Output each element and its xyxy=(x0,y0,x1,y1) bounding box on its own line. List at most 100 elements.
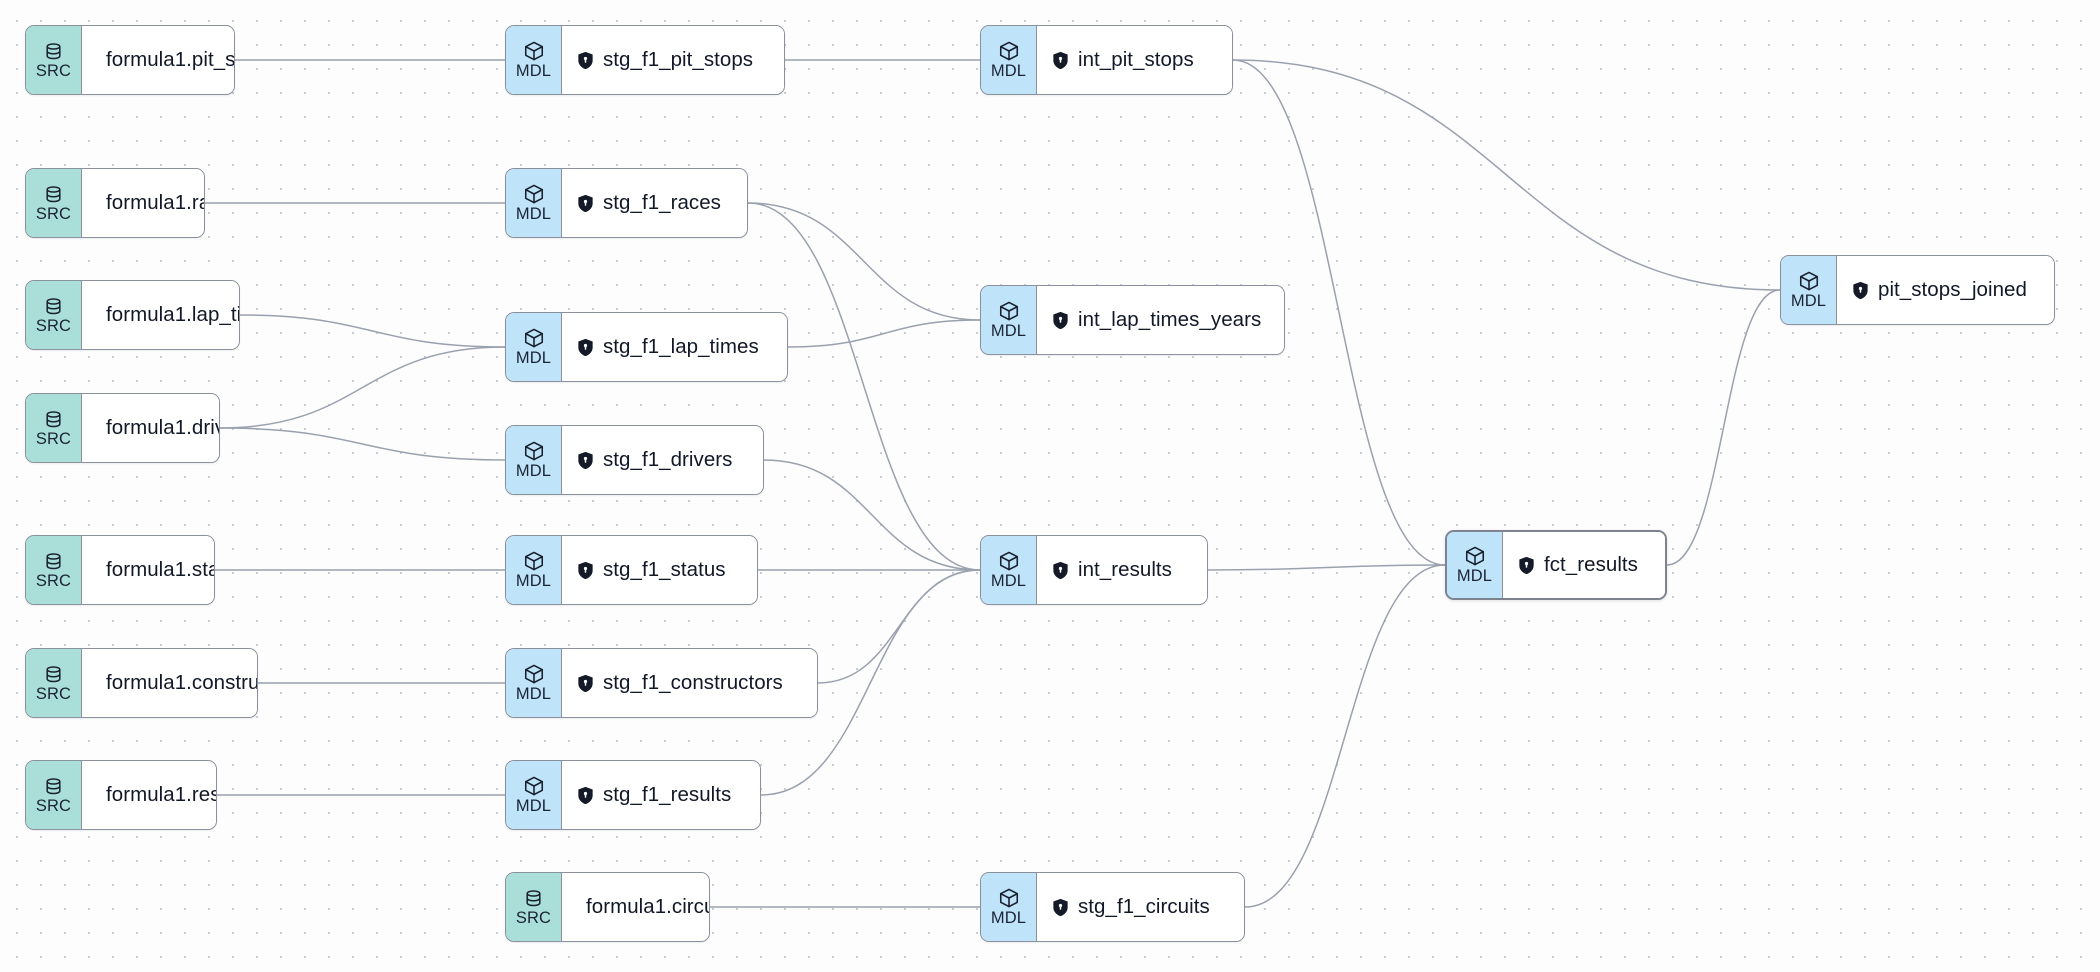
node-type-badge-mdl: MDL xyxy=(981,536,1037,604)
node-type-badge-mdl: MDL xyxy=(506,536,562,604)
edge-stg_races-to-int_lap_times_years xyxy=(747,202,981,321)
node-type-badge-src: SRC xyxy=(26,281,82,349)
shield-lock-icon xyxy=(577,451,594,470)
database-icon xyxy=(43,664,64,685)
graph-node-stg_drivers[interactable]: MDL stg_f1_drivers xyxy=(505,425,764,495)
edge-stg_races-to-int_results xyxy=(747,202,981,571)
shield-lock-icon xyxy=(1852,281,1869,300)
node-body: formula1.drivers xyxy=(82,394,219,462)
node-label: pit_stops_joined xyxy=(1878,278,2027,301)
badge-label: MDL xyxy=(990,572,1027,591)
node-body: stg_f1_status xyxy=(562,536,757,604)
badge-label: MDL xyxy=(515,572,552,591)
badge-label: MDL xyxy=(515,349,552,368)
edge-fct_results-to-pit_stops_joined xyxy=(1666,289,1781,566)
database-icon xyxy=(523,888,544,909)
graph-node-src_pit_stops[interactable]: SRC formula1.pit_stops xyxy=(25,25,235,95)
graph-node-int_results[interactable]: MDL int_results xyxy=(980,535,1208,605)
badge-label: MDL xyxy=(990,322,1027,341)
cube-icon xyxy=(523,663,545,685)
badge-label: SRC xyxy=(35,684,72,703)
node-type-badge-mdl: MDL xyxy=(506,761,562,829)
node-label: formula1.drivers xyxy=(106,416,219,439)
node-body: formula1.constructors xyxy=(82,649,257,717)
shield-lock-icon xyxy=(577,561,594,580)
graph-node-stg_circuits[interactable]: MDL stg_f1_circuits xyxy=(980,872,1245,942)
node-type-badge-mdl: MDL xyxy=(1781,256,1837,324)
badge-label: SRC xyxy=(35,796,72,815)
node-type-badge-src: SRC xyxy=(506,873,562,941)
cube-icon xyxy=(523,550,545,572)
graph-node-src_races[interactable]: SRC formula1.races xyxy=(25,168,205,238)
badge-label: SRC xyxy=(35,316,72,335)
node-type-badge-mdl: MDL xyxy=(506,26,562,94)
cube-icon xyxy=(998,550,1020,572)
node-body: stg_f1_pit_stops xyxy=(562,26,784,94)
edge-src_lap_times-to-stg_lap_times xyxy=(239,314,506,348)
node-type-badge-mdl: MDL xyxy=(981,286,1037,354)
cube-icon xyxy=(998,40,1020,62)
graph-node-stg_races[interactable]: MDL stg_f1_races xyxy=(505,168,748,238)
edge-int_results-to-fct_results xyxy=(1207,564,1446,571)
node-type-badge-src: SRC xyxy=(26,536,82,604)
cube-icon xyxy=(998,300,1020,322)
graph-node-stg_lap_times[interactable]: MDL stg_f1_lap_times xyxy=(505,312,788,382)
node-type-badge-src: SRC xyxy=(26,394,82,462)
graph-node-pit_stops_joined[interactable]: MDL pit_stops_joined xyxy=(1780,255,2055,325)
shield-lock-icon xyxy=(577,338,594,357)
node-body: formula1.races xyxy=(82,169,204,237)
node-label: stg_f1_circuits xyxy=(1078,895,1210,918)
badge-label: SRC xyxy=(35,204,72,223)
badge-label: SRC xyxy=(35,571,72,590)
shield-lock-icon xyxy=(1052,898,1069,917)
shield-lock-icon xyxy=(577,194,594,213)
shield-lock-icon xyxy=(577,786,594,805)
node-body: stg_f1_circuits xyxy=(1037,873,1244,941)
node-body: stg_f1_drivers xyxy=(562,426,763,494)
badge-label: MDL xyxy=(990,62,1027,81)
node-body: fct_results xyxy=(1503,532,1665,598)
badge-label: MDL xyxy=(515,205,552,224)
node-body: stg_f1_constructors xyxy=(562,649,817,717)
cube-icon xyxy=(523,775,545,797)
node-body: formula1.pit_stops xyxy=(82,26,235,94)
badge-label: MDL xyxy=(515,685,552,704)
cube-icon xyxy=(1464,545,1486,567)
edge-src_drivers-to-stg_lap_times xyxy=(219,346,506,429)
graph-node-src_drivers[interactable]: SRC formula1.drivers xyxy=(25,393,220,463)
node-body: stg_f1_lap_times xyxy=(562,313,787,381)
node-label: stg_f1_results xyxy=(603,783,732,806)
node-label: formula1.constructors xyxy=(106,671,257,694)
graph-node-src_constructors[interactable]: SRC formula1.constructors xyxy=(25,648,258,718)
badge-label: MDL xyxy=(1790,292,1827,311)
graph-node-stg_status[interactable]: MDL stg_f1_status xyxy=(505,535,758,605)
edge-src_drivers-to-stg_drivers xyxy=(219,427,506,461)
badge-label: MDL xyxy=(515,797,552,816)
node-type-badge-src: SRC xyxy=(26,169,82,237)
node-label: int_results xyxy=(1078,558,1172,581)
badge-label: SRC xyxy=(35,61,72,80)
graph-node-stg_results[interactable]: MDL stg_f1_results xyxy=(505,760,761,830)
node-type-badge-mdl: MDL xyxy=(506,649,562,717)
node-label: stg_f1_races xyxy=(603,191,721,214)
graph-node-stg_constructors[interactable]: MDL stg_f1_constructors xyxy=(505,648,818,718)
badge-label: MDL xyxy=(990,909,1027,928)
node-label: stg_f1_status xyxy=(603,558,726,581)
node-label: formula1.pit_stops xyxy=(106,48,235,71)
cube-icon xyxy=(523,40,545,62)
node-body: formula1.lap_times xyxy=(82,281,239,349)
node-label: stg_f1_drivers xyxy=(603,448,733,471)
graph-node-src_lap_times[interactable]: SRC formula1.lap_times xyxy=(25,280,240,350)
node-type-badge-mdl: MDL xyxy=(506,169,562,237)
edge-int_pit_stops-to-pit_stops_joined xyxy=(1232,59,1781,291)
badge-label: MDL xyxy=(515,462,552,481)
